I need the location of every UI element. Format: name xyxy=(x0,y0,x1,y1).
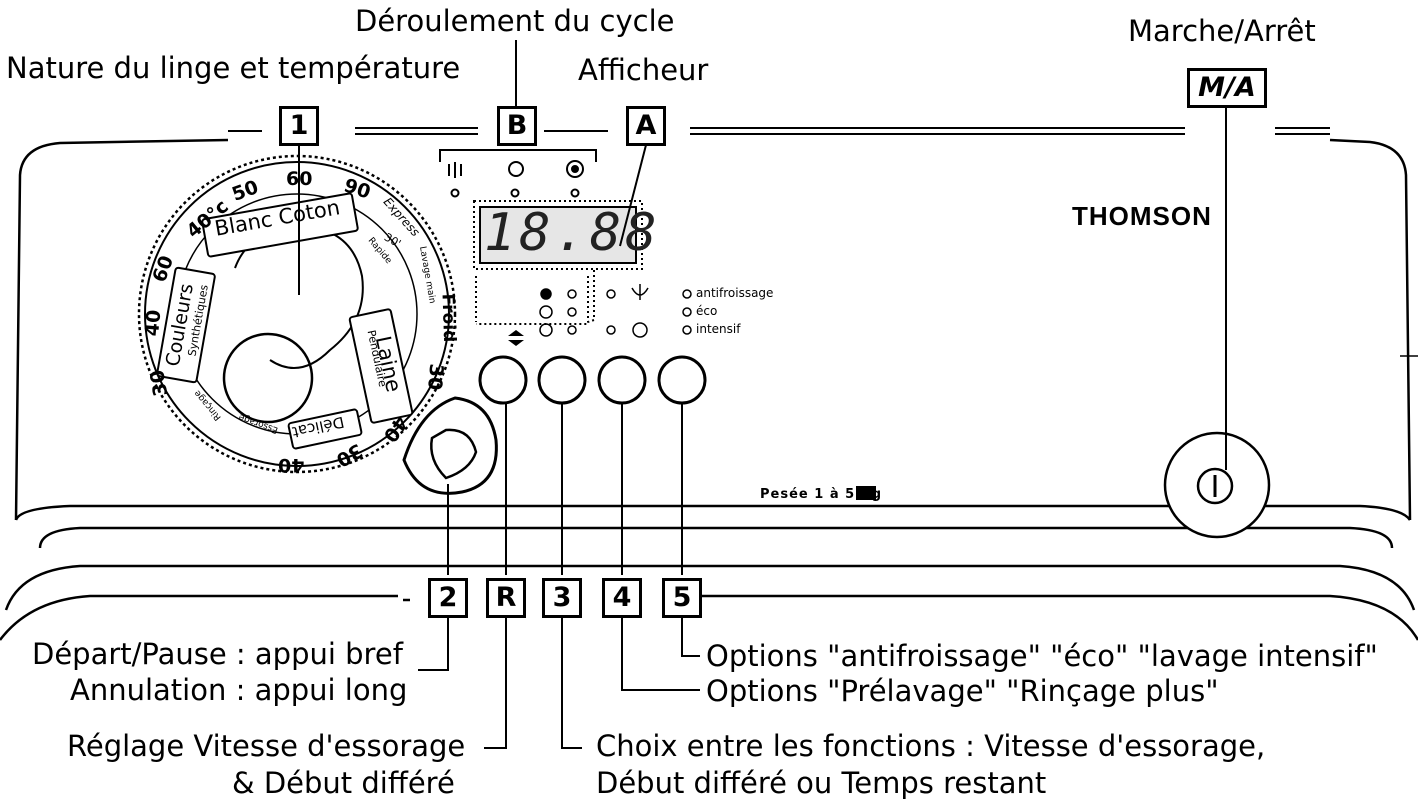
label-afficheur: Afficheur xyxy=(578,53,709,87)
dial-temp-30-right: 30 xyxy=(423,362,448,392)
callout-2: 2 xyxy=(428,578,468,618)
label-deroulement-du-cycle: Déroulement du cycle xyxy=(355,4,675,38)
callout-4: 4 xyxy=(602,578,642,618)
callout-1: 1 xyxy=(279,106,319,146)
display-readout: 18.88 xyxy=(484,203,661,263)
callout-r: R xyxy=(486,578,526,618)
pesee-label: Pesée 1 à 5 Kg xyxy=(760,487,883,502)
dial-temp-60: 60 xyxy=(286,168,313,190)
callout-ma: M/A xyxy=(1187,68,1267,108)
option-eco: éco xyxy=(696,304,718,318)
label-annulation: Annulation : appui long xyxy=(70,673,408,707)
brand-logo: THOMSON xyxy=(1072,201,1212,231)
option-intensif: intensif xyxy=(696,322,741,336)
label-choix-fonctions: Choix entre les fonctions : Vitesse d'es… xyxy=(596,729,1266,763)
callout-b: B xyxy=(497,106,537,146)
label-nature-du-linge: Nature du linge et température xyxy=(6,51,461,85)
callout-3: 3 xyxy=(542,578,582,618)
label-options-4: Options "Prélavage" "Rinçage plus" xyxy=(706,674,1219,708)
label-marche-arret: Marche/Arrêt xyxy=(1128,14,1316,48)
callout-5: 5 xyxy=(662,578,702,618)
label-temps-restant: Début différé ou Temps restant xyxy=(596,766,1047,800)
dial-temp-40-left: 40 xyxy=(141,308,166,338)
label-options-5: Options "antifroissage" "éco" "lavage in… xyxy=(706,639,1378,673)
callout-a: A xyxy=(626,106,666,146)
label-depart-pause: Départ/Pause : appui bref xyxy=(32,637,403,671)
dial-temp-30-left: 30 xyxy=(146,368,173,398)
label-reglage-vitesse: Réglage Vitesse d'essorage xyxy=(67,729,466,763)
option-antifroissage: antifroissage xyxy=(696,286,774,300)
label-debut-differe: & Début différé xyxy=(232,766,455,800)
dial-temp-40-bottom: 40 xyxy=(278,454,305,476)
dial-froid: Froid xyxy=(437,293,460,343)
